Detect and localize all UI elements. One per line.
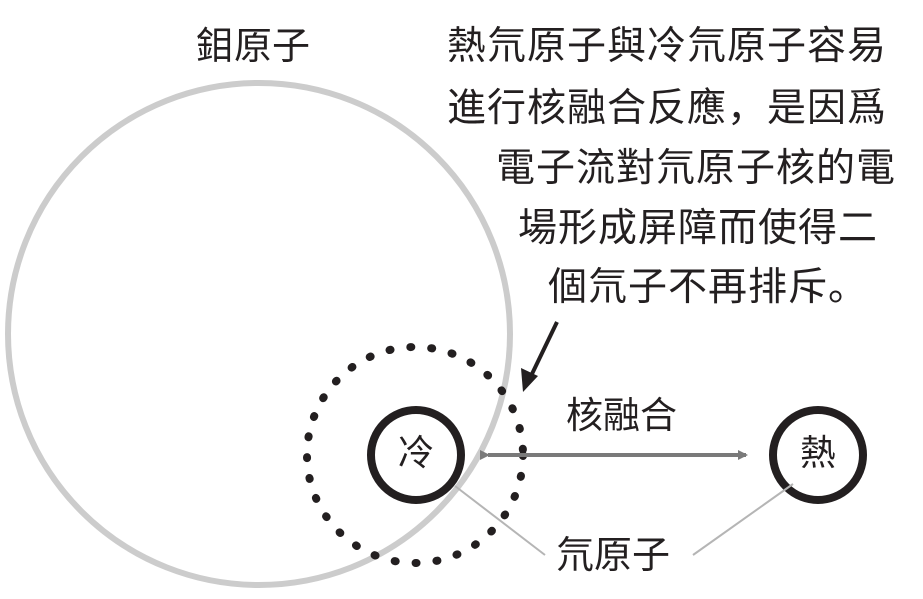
molybdenum-atom-circle (5, 80, 513, 588)
callout-pointer-line (529, 321, 559, 377)
callout-pointer-arrowhead (521, 368, 538, 392)
callout-line-1: 熱氘原子與冷氘原子容易 (447, 24, 888, 69)
hot-label: 熱 (800, 433, 837, 474)
fusion-label: 核融合 (566, 394, 677, 437)
cold-deuterium-circle (367, 406, 465, 504)
molybdenum-atom-label: 鉬原子 (196, 24, 311, 68)
deuterium-label: 氘原子 (556, 533, 671, 577)
callout-line-5: 個氘子不再排斥。 (548, 265, 869, 310)
callout-line-3: 電子流對氘原子核的電 (496, 146, 897, 191)
deuterium-pointer-line-right (692, 483, 794, 556)
hot-deuterium-circle (769, 406, 867, 504)
callout-line-4: 場形成屏障而使得二 (518, 206, 879, 251)
deuterium-pointer-line-left (454, 485, 546, 556)
cold-label: 冷 (398, 433, 435, 474)
callout-line-2: 進行核融合反應，是因爲 (447, 86, 888, 131)
